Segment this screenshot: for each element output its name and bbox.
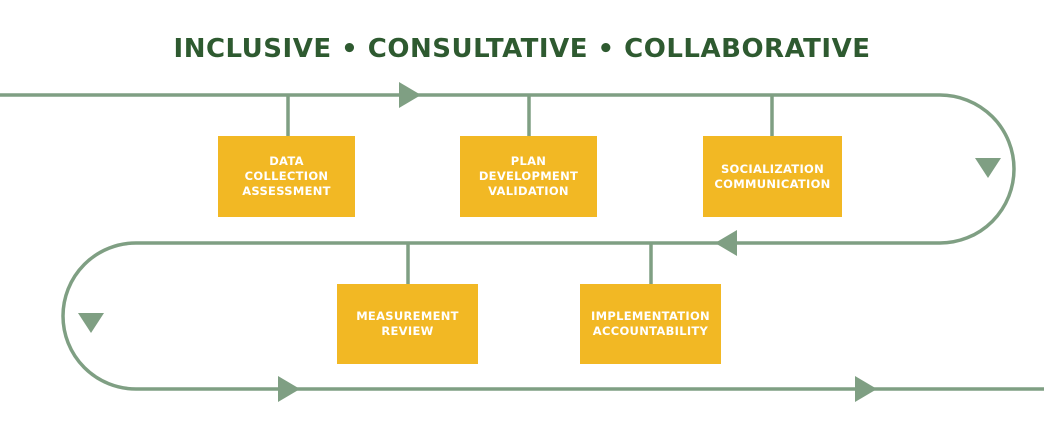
- arrow-down-left-curve: [78, 313, 104, 333]
- box-implementation-accountability: IMPLEMENTATION ACCOUNTABILITY: [580, 284, 721, 364]
- box-measurement-review: MEASUREMENT REVIEW: [337, 284, 478, 364]
- box-label-line: MEASUREMENT: [356, 309, 459, 323]
- box-label-line: DATA: [269, 154, 304, 168]
- box-label-line: COMMUNICATION: [714, 176, 831, 191]
- box-data-collection-assessment: DATA COLLECTION ASSESSMENT: [218, 136, 355, 217]
- arrow-left-middle: [715, 230, 737, 256]
- box-label-line: SOCIALIZATION: [720, 161, 825, 176]
- box-label-line: ASSESSMENT: [242, 184, 331, 198]
- box-label-line: PLAN: [510, 154, 547, 168]
- box-label-line: DEVELOPMENT: [478, 169, 579, 183]
- box-socialization-communication: SOCIALIZATION COMMUNICATION: [703, 136, 842, 217]
- arrow-down-right-curve: [975, 158, 1001, 178]
- box-label-line: IMPLEMENTATION: [591, 309, 710, 323]
- box-label-line: REVIEW: [381, 324, 434, 338]
- box-label-line: ACCOUNTABILITY: [592, 324, 709, 338]
- arrow-right-top: [399, 82, 421, 108]
- arrow-right-bottom-2: [855, 376, 877, 402]
- box-label-line: VALIDATION: [488, 184, 569, 198]
- flow-path: [0, 93, 1044, 391]
- diagram-heading: INCLUSIVE • CONSULTATIVE • COLLABORATIVE: [173, 34, 871, 64]
- box-label-line: COLLECTION: [244, 169, 329, 183]
- arrow-right-bottom-1: [278, 376, 300, 402]
- box-plan-development-validation: PLAN DEVELOPMENT VALIDATION: [460, 136, 597, 217]
